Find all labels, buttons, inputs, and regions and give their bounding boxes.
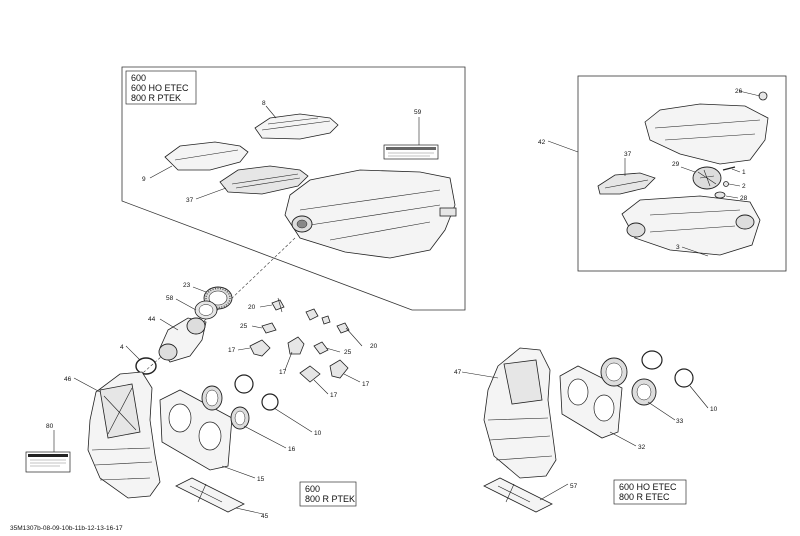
callout-58: 58 [166, 295, 174, 302]
callout-17: 17 [330, 392, 338, 399]
variant-box-bottom-mid [299, 481, 357, 507]
variant-line: 800 R PTEK [305, 494, 355, 504]
variant-box-top-left [125, 70, 197, 105]
part-25-nut [261, 322, 277, 334]
callout-33: 33 [676, 418, 684, 425]
callout-47: 47 [454, 369, 462, 376]
airbox-upper-right [644, 91, 769, 165]
part-37-grille-right [597, 172, 656, 195]
drawing-code: 35M1307b-08-09-10b-11b-12-13-16-17 [10, 525, 123, 532]
callout-1: 1 [742, 169, 746, 176]
part-16-clamp [201, 385, 223, 411]
callout-9: 9 [142, 176, 146, 183]
part-20-clip [321, 315, 331, 325]
callout-45: 45 [261, 513, 269, 520]
part-1-screw [722, 166, 736, 171]
part-44-intake-tube [158, 317, 207, 363]
callout-16: 16 [288, 446, 296, 453]
part-20-clip [271, 297, 285, 313]
callout-17: 17 [362, 381, 370, 388]
part-17-bracket [299, 365, 321, 383]
part-17-bracket [249, 339, 271, 357]
variant-line: 600 [131, 73, 146, 83]
variant-line: 600 [305, 484, 320, 494]
top-left-frame [121, 66, 466, 311]
callout-42: 42 [538, 139, 546, 146]
callout-20: 20 [370, 343, 378, 350]
callout-23: 23 [183, 282, 191, 289]
callout-29: 29 [672, 161, 680, 168]
part-4-o-ring [135, 357, 157, 375]
callout-10: 10 [314, 430, 322, 437]
part-17-grommet [287, 336, 305, 355]
callout-2: 2 [742, 183, 746, 190]
part-33-coupler [631, 378, 657, 406]
callout-17: 17 [228, 347, 236, 354]
part-80-notice-label [25, 451, 71, 473]
part-33-coupler [600, 357, 628, 387]
callout-37: 37 [186, 197, 194, 204]
part-8-cover [254, 113, 339, 140]
callout-26: 26 [735, 88, 743, 95]
part-16-clamp [230, 406, 250, 430]
assembly-connector [134, 237, 296, 381]
part-20-clip [336, 322, 350, 334]
callout-17: 17 [279, 369, 287, 376]
callout-10: 10 [710, 406, 718, 413]
callout-3: 3 [676, 244, 680, 251]
callout-28: 28 [740, 195, 748, 202]
part-46-airbox [87, 371, 161, 499]
callout-57: 57 [570, 483, 578, 490]
variant-line: 800 R PTEK [131, 93, 181, 103]
part-59-caution-label [383, 144, 439, 160]
part-10-hose-clamp [641, 350, 663, 370]
callout-8: 8 [262, 100, 266, 107]
part-10-hose-clamp [674, 368, 694, 388]
part-25-nut [313, 341, 329, 355]
callout-15: 15 [257, 476, 265, 483]
top-right-frame [577, 75, 787, 272]
callout-44: 44 [148, 316, 156, 323]
variant-line: 600 HO ETEC [619, 482, 677, 492]
part-57-strap [483, 477, 553, 513]
variant-line: 800 R ETEC [619, 492, 670, 502]
part-47-airbox [483, 347, 557, 479]
part-37-grille [219, 165, 309, 195]
part-10-hose-clamp [261, 393, 279, 411]
part-3-airbox-lower-right [621, 195, 761, 256]
part-29-filter [692, 166, 722, 190]
variant-line: 600 HO ETEC [131, 83, 189, 93]
callout-46: 46 [64, 376, 72, 383]
callout-80: 80 [46, 423, 54, 430]
part-45-strap [175, 477, 245, 513]
part-58-seal [194, 300, 218, 320]
callout-4: 4 [120, 344, 124, 351]
callout-25: 25 [240, 323, 248, 330]
variant-box-bottom-right [613, 479, 687, 505]
callout-20: 20 [248, 304, 256, 311]
airbox-body-left [284, 169, 457, 259]
part-28-grommet [714, 191, 726, 199]
callout-59: 59 [414, 109, 422, 116]
callout-37: 37 [624, 151, 632, 158]
callout-25: 25 [344, 349, 352, 356]
part-9-cover [164, 141, 249, 171]
part-2-washer [723, 181, 729, 187]
callout-32: 32 [638, 444, 646, 451]
part-10-hose-clamp [234, 374, 254, 394]
part-17-grommet [329, 359, 349, 379]
part-20-clip [305, 308, 319, 321]
